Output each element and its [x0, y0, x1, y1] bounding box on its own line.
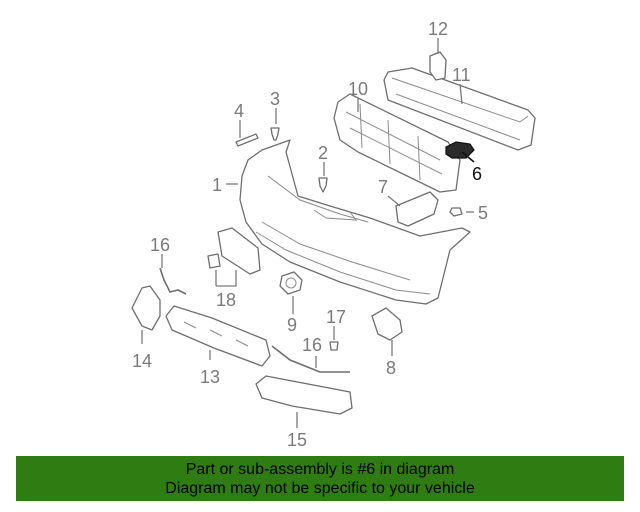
callout-1: 1 [212, 175, 222, 195]
part-lower-spoiler [255, 375, 353, 415]
callout-14: 14 [132, 351, 152, 371]
part-nut [449, 207, 463, 217]
callout-7: 7 [378, 177, 388, 197]
callout-12: 12 [428, 19, 448, 39]
callout-16-upper: 16 [150, 235, 170, 255]
part-fog-bracket [371, 307, 403, 341]
callout-10: 10 [348, 79, 368, 99]
callout-4: 4 [234, 101, 244, 121]
part-side-bracket [395, 191, 439, 227]
callout-17: 17 [326, 307, 346, 327]
callout-2: 2 [318, 143, 328, 163]
part-lower-valance [165, 305, 271, 367]
part-molding-lower [271, 345, 350, 373]
part-clip-2 [318, 177, 328, 193]
callout-5: 5 [478, 203, 488, 223]
callout-11: 11 [452, 65, 471, 85]
callout-3: 3 [270, 89, 280, 109]
part-lower-side-bracket [131, 285, 161, 331]
callout-9: 9 [287, 315, 297, 335]
callout-leaders [141, 38, 475, 428]
callout-6-highlighted: 6 [472, 164, 482, 184]
part-beam-bracket [429, 51, 447, 81]
notice-banner: Part or sub-assembly is #6 in diagram Di… [16, 456, 624, 501]
part-clip-3 [270, 127, 280, 141]
callout-13: 13 [200, 367, 220, 387]
part-bumper-cover [239, 139, 471, 305]
part-wire-harness-upper [159, 267, 187, 295]
parts-diagram: 1 2 3 4 5 6 7 8 9 10 11 12 13 14 15 16 1… [131, 19, 536, 450]
part-mount-bracket [207, 227, 261, 275]
callout-16-lower: 16 [302, 335, 322, 355]
part-fastener-17 [329, 341, 339, 351]
part-reinforcement-beam [383, 67, 536, 151]
part-fog-lamp [279, 271, 303, 295]
part-energy-absorber [333, 93, 461, 193]
part-retainer-highlighted [445, 141, 475, 159]
notice-line-1: Part or sub-assembly is #6 in diagram [185, 461, 455, 478]
callout-15: 15 [287, 430, 307, 450]
callout-8: 8 [386, 358, 396, 378]
part-trim-strip [235, 133, 259, 147]
notice-line-2: Diagram may not be specific to your vehi… [165, 480, 475, 497]
callout-18: 18 [216, 290, 236, 310]
